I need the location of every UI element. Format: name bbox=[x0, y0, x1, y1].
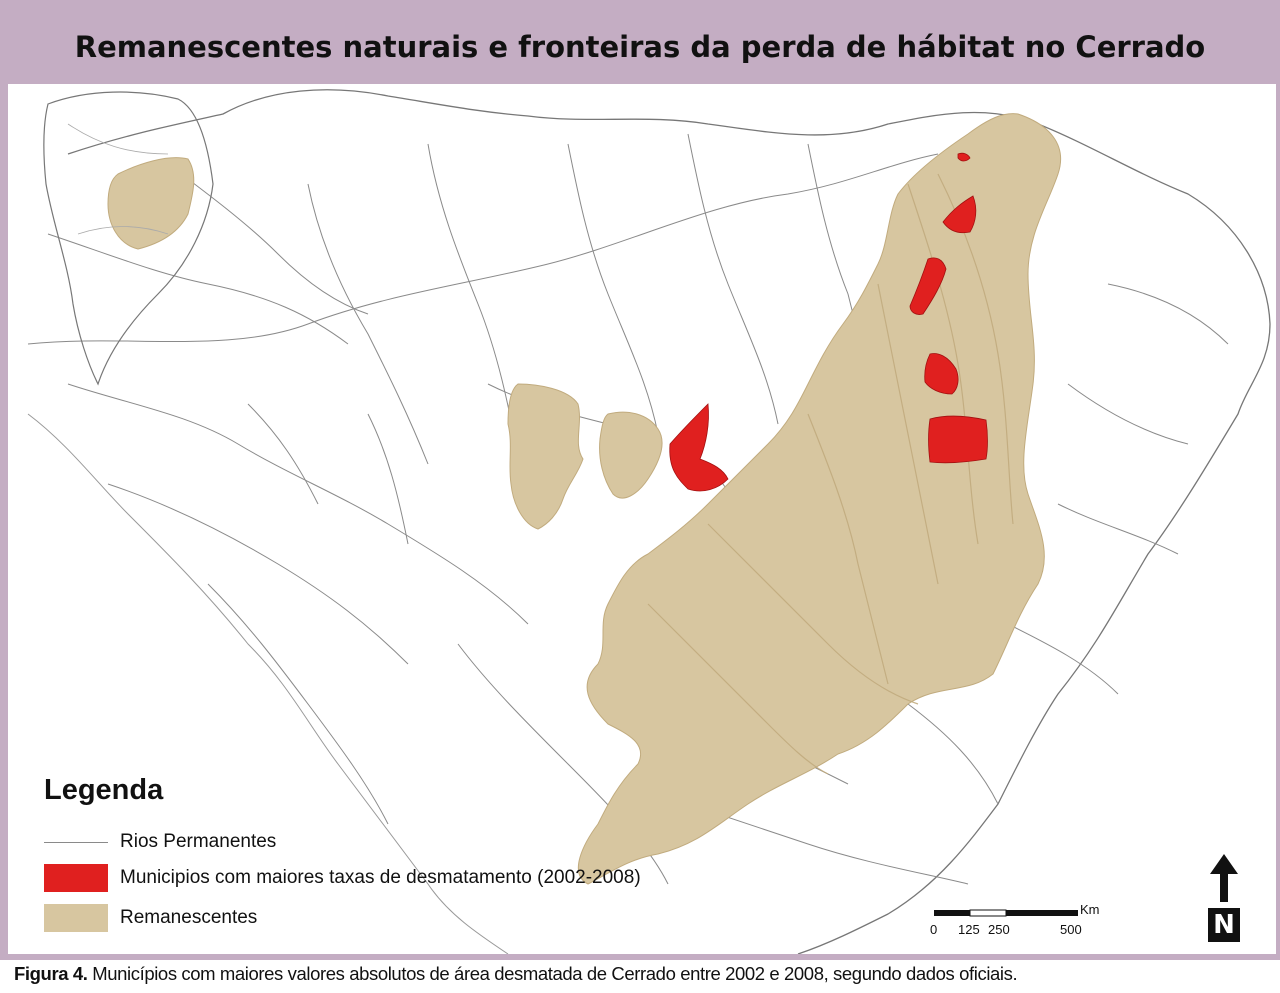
scale-tick-125: 125 bbox=[958, 922, 980, 937]
deforestation-areas bbox=[669, 152, 988, 492]
caption-label: Figura 4. bbox=[14, 963, 88, 984]
caption-text: Municípios com maiores valores absolutos… bbox=[87, 963, 1018, 984]
legend-label: Remanescentes bbox=[120, 907, 258, 928]
legend-item-remnants: Remanescentes bbox=[44, 904, 744, 934]
legend-title: Legenda bbox=[44, 774, 164, 806]
north-label: N bbox=[1213, 910, 1235, 940]
legend-item-deforestation: Municipios com maiores taxas de desmatam… bbox=[44, 864, 744, 894]
map-title: Remanescentes naturais e fronteiras da p… bbox=[74, 30, 1206, 64]
map-panel: Legenda Rios Permanentes Municipios com … bbox=[8, 84, 1276, 954]
legend-item-rivers: Rios Permanentes bbox=[44, 828, 744, 858]
legend-line-swatch bbox=[44, 842, 108, 843]
scale-tick-500: 500 bbox=[1060, 922, 1082, 937]
legend-tan-swatch bbox=[44, 904, 108, 932]
remnants bbox=[107, 113, 1062, 885]
scale-tick-250: 250 bbox=[988, 922, 1010, 937]
scale-bar-icon bbox=[934, 909, 1078, 917]
scale-bar: Km 0 125 250 500 bbox=[928, 902, 1118, 944]
legend-label: Rios Permanentes bbox=[120, 831, 277, 852]
north-arrow: N bbox=[1204, 854, 1244, 944]
inland-border bbox=[27, 413, 509, 954]
legend-label: Municipios com maiores taxas de desmatam… bbox=[120, 867, 641, 888]
map-legend: Legenda Rios Permanentes Municipios com … bbox=[44, 774, 764, 944]
scale-tick-0: 0 bbox=[930, 922, 938, 937]
rivers bbox=[27, 133, 1229, 885]
coastline bbox=[67, 89, 1271, 954]
figure-caption: Figura 4. Municípios com maiores valores… bbox=[14, 963, 1280, 989]
map-canvas bbox=[27, 89, 1271, 954]
scale-unit: Km bbox=[1080, 902, 1100, 917]
north-arrow-icon bbox=[1208, 854, 1240, 942]
inset-map bbox=[43, 91, 214, 386]
figure-frame: Remanescentes naturais e fronteiras da p… bbox=[0, 0, 1280, 960]
legend-red-swatch bbox=[44, 864, 108, 892]
